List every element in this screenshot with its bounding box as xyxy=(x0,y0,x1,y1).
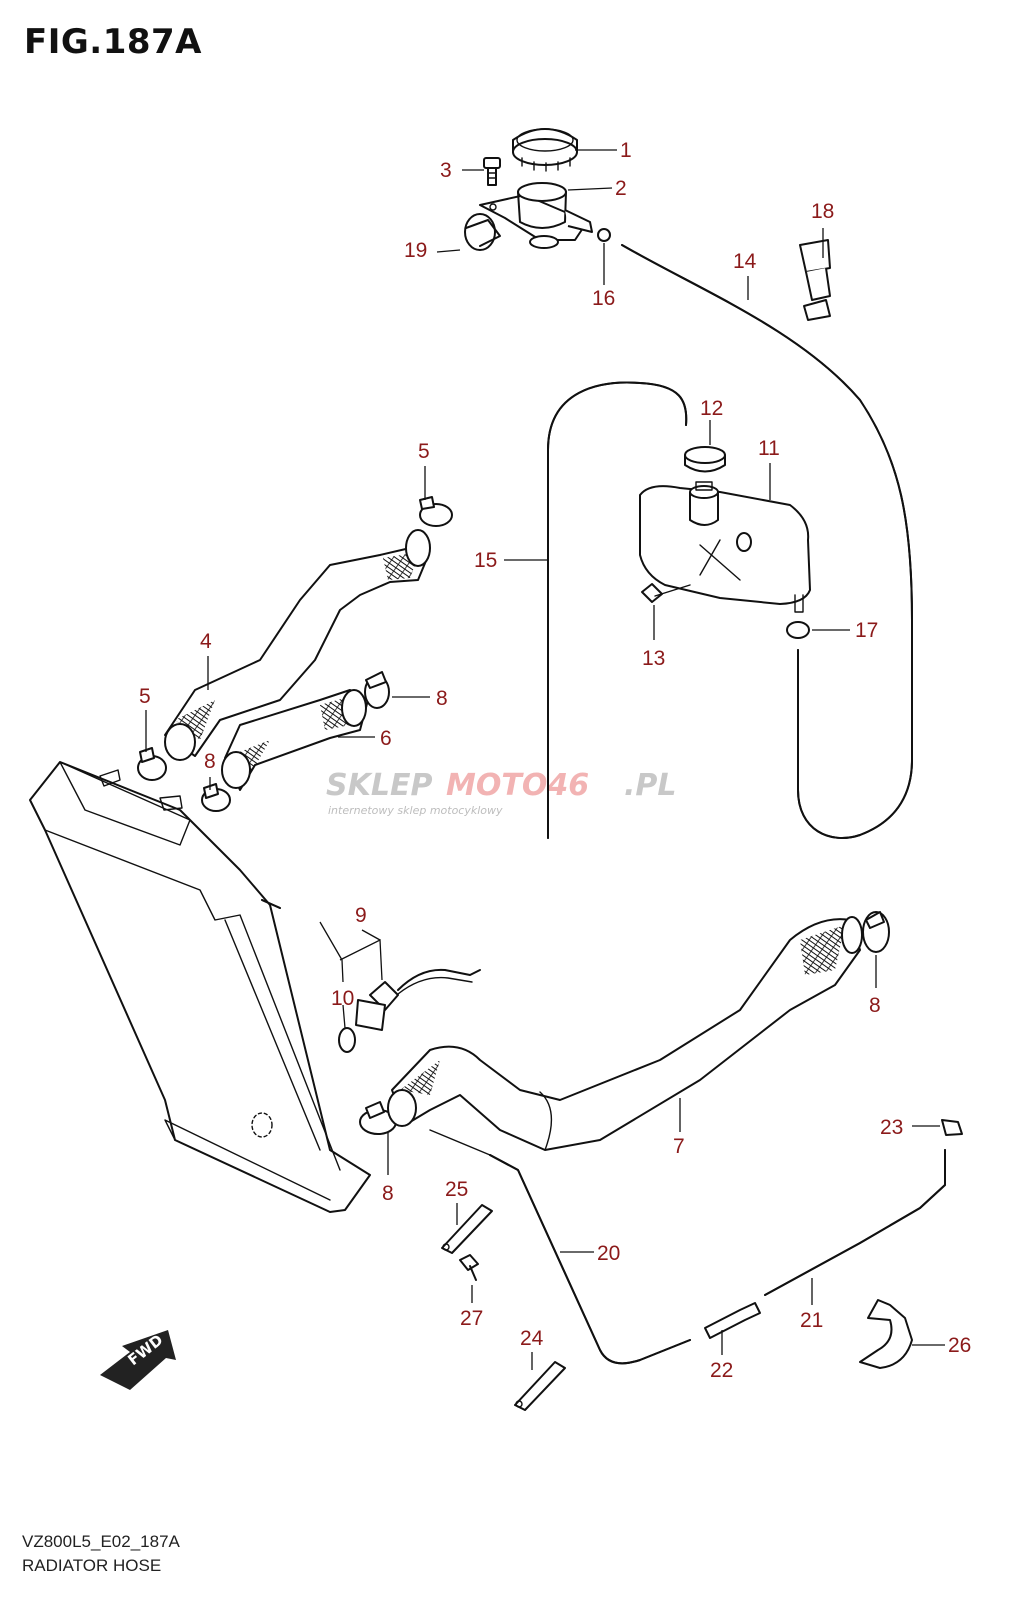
callout-4: 4 xyxy=(200,630,212,653)
part-joint-22 xyxy=(704,1302,761,1339)
callout-1: 1 xyxy=(620,139,632,162)
callout-numbers: 1 2 3 4 5 5 6 7 8 8 8 8 9 10 11 12 13 14… xyxy=(139,139,971,1382)
callout-8a: 8 xyxy=(436,687,448,710)
callout-10: 10 xyxy=(331,987,354,1010)
part-clip-17 xyxy=(786,621,810,639)
callout-21: 21 xyxy=(800,1309,823,1332)
callout-15: 15 xyxy=(474,549,497,572)
part-cap-12 xyxy=(684,446,726,473)
part-reservoir-tank-11 xyxy=(639,481,811,613)
part-reservoir-cap xyxy=(512,128,578,172)
radiator xyxy=(29,761,371,1213)
callout-2: 2 xyxy=(615,177,627,200)
part-drain-hose xyxy=(797,649,913,839)
leader-lines xyxy=(145,149,945,1370)
watermark-brand-c: .PL xyxy=(624,768,677,803)
part-clamp-8d xyxy=(359,1101,397,1135)
callout-23: 23 xyxy=(880,1116,903,1139)
part-o-ring-10 xyxy=(338,1027,356,1053)
fwd-arrow: FWD xyxy=(100,1330,176,1390)
part-clip-23 xyxy=(941,1119,963,1136)
part-bolt-13 xyxy=(641,583,691,603)
callout-6: 6 xyxy=(380,727,392,750)
part-clamp-19 xyxy=(464,213,501,251)
part-clip-16 xyxy=(597,228,611,242)
part-bracket-24 xyxy=(514,1361,566,1411)
part-clamp-8c xyxy=(862,911,890,953)
part-upper-hose-4 xyxy=(164,529,431,761)
callout-11: 11 xyxy=(758,437,780,460)
part-filler-neck xyxy=(479,182,593,249)
part-clamp-5b xyxy=(137,747,167,781)
watermark-brand-b: MOTO46 xyxy=(446,768,589,803)
callout-20: 20 xyxy=(597,1242,620,1265)
part-overflow-hose-14 xyxy=(621,244,913,761)
part-lower-hose-7 xyxy=(387,916,863,1151)
callout-19: 19 xyxy=(404,239,427,262)
callout-26: 26 xyxy=(948,1334,971,1357)
watermark-subtitle: internetowy sklep motocyklowy xyxy=(328,804,503,817)
part-pipe-21 xyxy=(764,1149,946,1296)
part-hose-clip-18 xyxy=(799,239,831,321)
part-clamp-8b xyxy=(201,783,231,812)
part-breather-hose-15 xyxy=(547,381,688,839)
part-bolt-3 xyxy=(483,157,501,186)
callout-18: 18 xyxy=(811,200,834,223)
diagram-caption: RADIATOR HOSE xyxy=(22,1556,162,1575)
callout-8b: 8 xyxy=(204,750,216,773)
figure-title: FIG.187A xyxy=(24,22,202,62)
callout-22: 22 xyxy=(710,1359,733,1382)
part-bracket-25 xyxy=(441,1204,493,1254)
callout-3: 3 xyxy=(440,159,452,182)
callout-7: 7 xyxy=(673,1135,685,1158)
callout-5a: 5 xyxy=(418,440,430,463)
callout-13: 13 xyxy=(642,647,665,670)
callout-5b: 5 xyxy=(139,685,151,708)
watermark: SKLEP MOTO46 .PL internetowy sklep motoc… xyxy=(326,768,677,817)
part-pipe-20 xyxy=(429,1129,691,1365)
callout-8d: 8 xyxy=(382,1182,394,1205)
model-code: VZ800L5_E02_187A xyxy=(22,1532,180,1551)
callout-16: 16 xyxy=(592,287,615,310)
part-thermo-switch-9 xyxy=(355,968,481,1031)
callout-24: 24 xyxy=(520,1327,544,1350)
callout-12: 12 xyxy=(700,397,723,420)
part-holder-26 xyxy=(859,1299,913,1369)
callout-8c: 8 xyxy=(869,994,881,1017)
callout-17: 17 xyxy=(855,619,878,642)
part-clamp-5a xyxy=(419,496,453,527)
part-short-hose-6 xyxy=(221,689,369,791)
watermark-brand-a: SKLEP xyxy=(326,768,432,803)
part-clamp-8a xyxy=(364,671,390,709)
callout-9: 9 xyxy=(355,904,367,927)
part-bolt-27 xyxy=(459,1254,479,1281)
callout-27: 27 xyxy=(460,1307,483,1330)
callout-14: 14 xyxy=(733,250,757,273)
callout-25: 25 xyxy=(445,1178,468,1201)
